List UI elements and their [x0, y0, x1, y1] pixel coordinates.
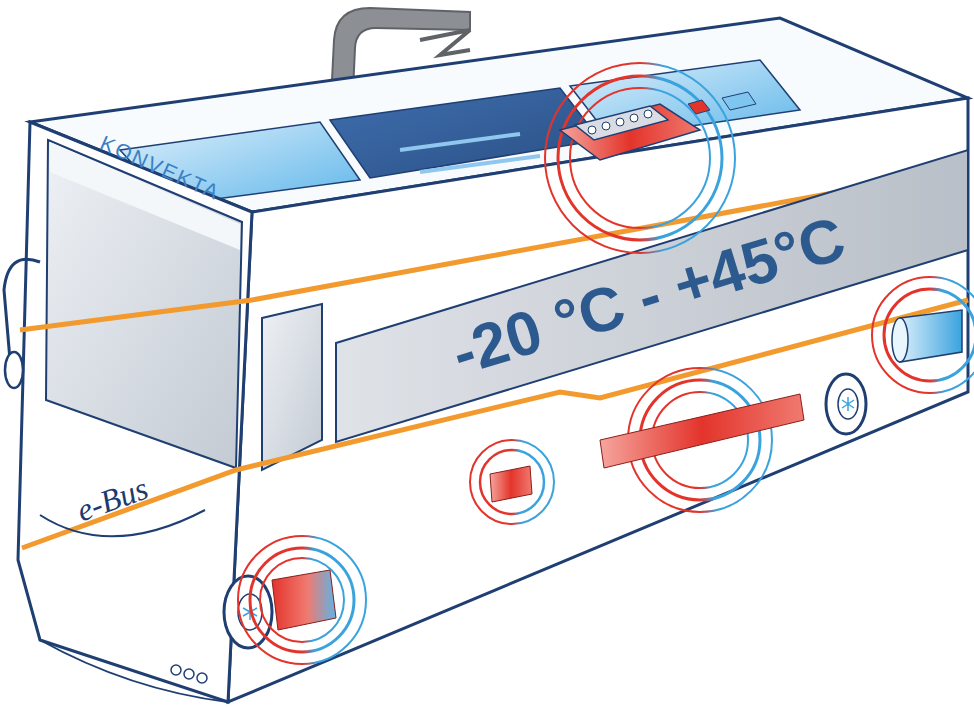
- battery-box: [490, 466, 532, 502]
- headlight: [171, 665, 181, 675]
- pantograph-contact: [420, 30, 470, 55]
- mirror: [5, 352, 23, 388]
- bus-front: [18, 122, 252, 702]
- battery-pack: [600, 394, 804, 468]
- tank-cylinder: [900, 310, 962, 362]
- mirror-arm: [4, 259, 40, 360]
- roof-component: [722, 92, 756, 110]
- rear-wheel: [826, 374, 866, 434]
- window-band: [336, 150, 968, 442]
- bumper: [40, 640, 228, 702]
- roof-ac-unit: [560, 104, 700, 160]
- headlight: [184, 669, 194, 679]
- tank-cylinder: [892, 318, 908, 362]
- roof-ac-unit: [575, 106, 668, 140]
- fan: [588, 110, 652, 134]
- roof-component: [688, 100, 710, 114]
- side-window: [262, 304, 322, 470]
- headlight: [197, 673, 207, 683]
- battery-box: [272, 570, 336, 630]
- thermal-rings: [238, 63, 974, 664]
- roof-rail: [400, 134, 520, 150]
